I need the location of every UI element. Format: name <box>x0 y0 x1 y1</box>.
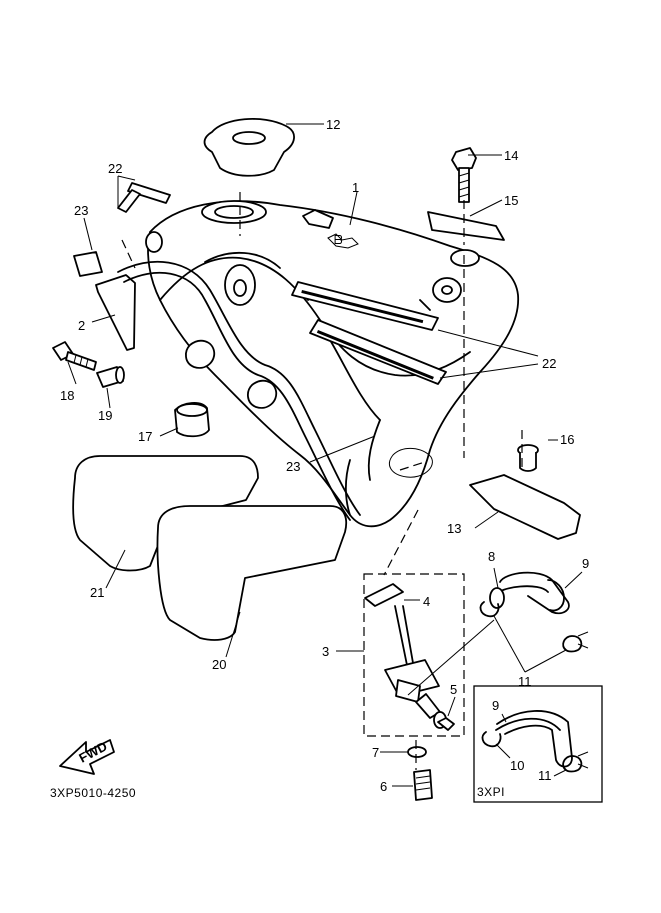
damper-rubbers-22 <box>117 182 171 213</box>
callout-22-top: 22 <box>108 161 122 176</box>
callout-11-inset: 11 <box>538 768 552 783</box>
drawing-code: 3XP5010-4250 <box>50 786 136 800</box>
washer-7 <box>407 746 427 758</box>
side-cover-20 <box>156 505 348 641</box>
bolt-14 <box>451 147 477 203</box>
callout-16: 16 <box>560 432 574 447</box>
callout-11: 11 <box>518 674 532 689</box>
fuel-cap-12 <box>203 117 295 177</box>
clip-11-upper <box>562 631 589 653</box>
hose-clamps <box>185 339 278 409</box>
clip-9-upper <box>547 579 565 612</box>
gasket-4 <box>364 583 404 607</box>
assembly-dash-lines <box>121 192 523 770</box>
callout-12: 12 <box>326 117 340 132</box>
callout-2: 2 <box>78 318 85 333</box>
callout-9: 9 <box>582 556 589 571</box>
decal-strips <box>291 281 447 385</box>
callout-8: 8 <box>488 549 495 564</box>
callout-14: 14 <box>504 148 518 163</box>
collar-16 <box>517 444 539 472</box>
callout-23-mid: 23 <box>286 459 300 474</box>
callout-labels: 1 2 3 4 5 6 7 8 9 9 10 11 11 12 13 14 15… <box>60 117 589 794</box>
fuel-hose-8 <box>489 571 570 615</box>
callout-23-top: 23 <box>74 203 88 218</box>
callout-5: 5 <box>450 682 457 697</box>
forward-direction-arrow-icon: FWD <box>59 739 115 775</box>
bolt-18 <box>52 341 97 371</box>
callout-20: 20 <box>212 657 226 672</box>
callout-13: 13 <box>447 521 461 536</box>
grommet-17 <box>174 402 210 438</box>
callout-17: 17 <box>138 429 152 444</box>
callout-19: 19 <box>98 408 112 423</box>
callout-18: 18 <box>60 388 74 403</box>
callout-1: 1 <box>352 180 359 195</box>
inset-label: 3XPI <box>477 785 505 799</box>
fuel-cock-assembly-box <box>363 573 465 737</box>
screw-5 <box>437 717 455 731</box>
svg-text:ᗷ: ᗷ <box>334 233 343 247</box>
cushion-23 <box>73 251 103 277</box>
frame-strip <box>117 260 361 521</box>
screw-6 <box>413 769 433 801</box>
fuel-tank: ᗷ <box>145 200 519 528</box>
bracket-15 <box>427 211 505 241</box>
bracket-13 <box>469 474 581 540</box>
collar-19 <box>96 366 125 388</box>
callout-7: 7 <box>372 745 379 760</box>
bracket-2 <box>95 274 136 351</box>
inset-hose <box>481 710 589 773</box>
callout-6: 6 <box>380 779 387 794</box>
callout-21: 21 <box>90 585 104 600</box>
inset-3xpi-box <box>473 685 603 803</box>
callout-10: 10 <box>510 758 524 773</box>
clip-10-upper <box>479 601 500 618</box>
callout-3: 3 <box>322 644 329 659</box>
callout-22-right: 22 <box>542 356 556 371</box>
fuel-cock <box>384 605 447 729</box>
callout-4: 4 <box>423 594 430 609</box>
callout-15: 15 <box>504 193 518 208</box>
callout-9-inset: 9 <box>492 698 499 713</box>
leader-lines <box>67 123 583 787</box>
